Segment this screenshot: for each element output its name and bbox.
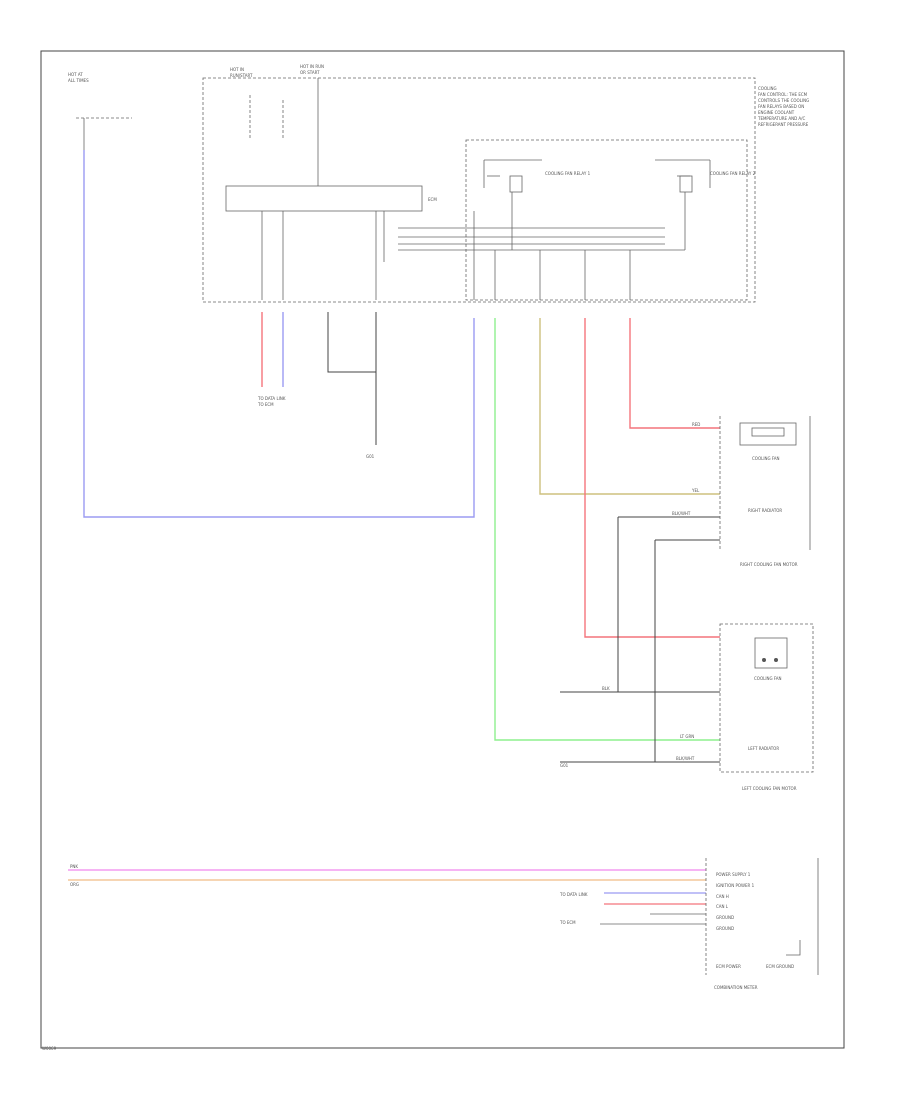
hot-label-1b: ALL TIMES	[68, 78, 89, 83]
pin-3: CAN L	[716, 904, 729, 909]
right-fan-title: RIGHT COOLING FAN MOTOR	[740, 562, 798, 567]
hot-label-2a: HOT IN	[230, 67, 244, 72]
wire-blkwht-label-2: BLK/WHT	[676, 756, 695, 761]
relay-1-label: COOLING FAN RELAY 1	[545, 171, 591, 176]
left-ref-1: TO ECM	[257, 402, 274, 407]
ground-label: G01	[366, 454, 375, 459]
right-fan-sub: RIGHT RADIATOR	[748, 508, 782, 513]
note-line-4: ENGINE COOLANT	[758, 110, 795, 115]
pin-2: CAN H	[716, 894, 729, 899]
wire-org-label: ORG	[70, 882, 79, 887]
ground-branch	[327, 312, 376, 373]
ecm-ground: ECM GROUND	[766, 964, 794, 969]
note-line-5: TEMPERATURE AND A/C	[757, 116, 806, 121]
left-fan-sub: LEFT RADIATOR	[748, 746, 779, 751]
hot-label-3a: HOT IN RUN	[300, 64, 324, 69]
left-fan-connector: COOLING FAN LEFT RADIATOR LEFT COOLING F…	[719, 623, 814, 791]
note-line-0: COOLING	[758, 86, 777, 91]
pin-4: GROUND	[716, 915, 734, 920]
pin-1: IGNITION POWER 1	[716, 883, 755, 888]
footer-code: W0069	[42, 1046, 57, 1051]
ecm-label: ECM	[428, 197, 437, 202]
wire-red-left-fan	[584, 318, 720, 638]
wire-blkwht-label: BLK/WHT	[672, 511, 691, 516]
ecm-power: ECM POWER	[716, 964, 741, 969]
hot-label-2b: RUN/START	[230, 73, 253, 78]
wire-red-right-fan	[629, 318, 720, 429]
wire-pnk-label: PNK	[70, 864, 78, 869]
hot-label-3b: OR START	[300, 70, 320, 75]
wire-yellow	[539, 318, 720, 495]
combination-meter-connector: POWER SUPPLY 1 IGNITION POWER 1 CAN H CA…	[705, 858, 819, 990]
wire-grn-label: LT GRN	[680, 734, 694, 739]
right-fan-name: COOLING FAN	[752, 456, 780, 461]
left-fan-title: LEFT COOLING FAN MOTOR	[742, 786, 797, 791]
bottom-ref-0: TO DATA LINK	[559, 892, 588, 897]
wire-red-label: RED	[692, 422, 700, 427]
diagram-frame	[40, 50, 845, 1049]
pin-0: POWER SUPPLY 1	[716, 872, 751, 877]
note-line-2: CONTROLS THE COOLING	[758, 98, 809, 103]
right-fan-connector: COOLING FAN RIGHT RADIATOR RIGHT COOLING…	[719, 416, 811, 567]
ecm-internal-bus	[225, 185, 423, 212]
cooling-fan-relay-2: COOLING FAN RELAY 2	[655, 159, 756, 193]
wire-green	[494, 318, 720, 741]
hot-label-1a: HOT AT	[68, 72, 83, 77]
ecm-box	[202, 77, 756, 303]
note-line-6: REFRIGERANT PRESSURE	[758, 122, 809, 127]
pin-5: GROUND	[716, 926, 734, 931]
wire-blk-label: BLK	[602, 686, 610, 691]
ground-label-2: G01	[560, 763, 569, 768]
relay-box	[465, 139, 748, 301]
wire-yel-label: YEL	[691, 488, 700, 493]
wire-blue-loop	[83, 150, 475, 518]
left-ref-0: TO DATA LINK	[257, 396, 286, 401]
cooling-fan-relay-1: COOLING FAN RELAY 1	[483, 159, 591, 193]
left-fan-name: COOLING FAN	[754, 676, 782, 681]
bottom-ref-1: TO ECM	[559, 920, 576, 925]
note-line-3: FAN RELAYS BASED ON	[758, 104, 804, 109]
combo-meter-title: COMBINATION METER	[714, 985, 758, 990]
relay-2-label: COOLING FAN RELAY 2	[710, 171, 756, 176]
note-line-1: FAN CONTROL: THE ECM	[758, 92, 808, 97]
